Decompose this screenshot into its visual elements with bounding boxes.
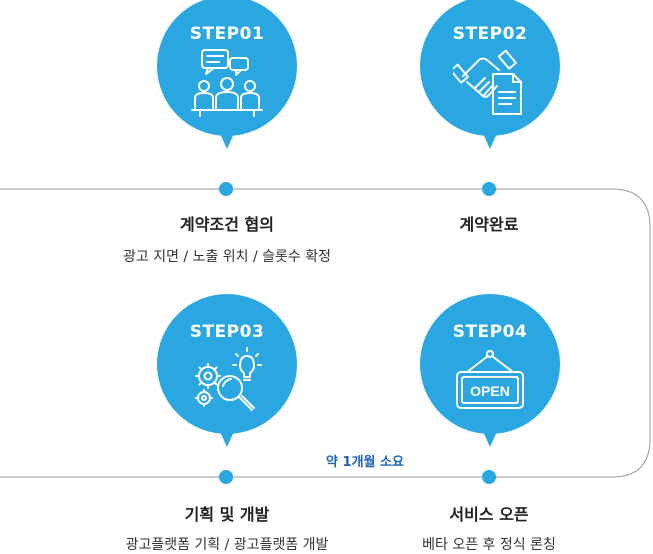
svg-text:OPEN: OPEN bbox=[470, 383, 510, 399]
step01-label: STEP01 bbox=[189, 24, 265, 44]
step01-dot bbox=[219, 182, 233, 196]
handshake-contract-icon bbox=[453, 49, 522, 115]
step03-bubble: STEP03 bbox=[157, 294, 297, 447]
step04-desc: 베타 오픈 후 정식 론칭 bbox=[422, 537, 556, 553]
step03-title: 기획 및 개발 bbox=[184, 505, 270, 524]
step04-bubble: STEP04 OPEN bbox=[420, 294, 560, 447]
step01-desc: 광고 지면 / 노출 위치 / 슬롯수 확정 bbox=[122, 249, 332, 265]
step02-dot bbox=[482, 182, 496, 196]
step04-label: STEP04 bbox=[452, 322, 528, 342]
step03-label: STEP03 bbox=[189, 322, 265, 342]
step03-dot bbox=[219, 470, 233, 484]
open-sign-icon: OPEN bbox=[456, 350, 524, 409]
step04-dot bbox=[482, 470, 496, 484]
step04-title: 서비스 오픈 bbox=[449, 505, 529, 524]
duration-label: 약 1개월 소요 bbox=[326, 455, 404, 470]
meeting-chat-icon bbox=[191, 49, 263, 117]
gears-search-idea-icon bbox=[195, 347, 262, 411]
step01-bubble: STEP01 bbox=[157, 0, 297, 149]
step02-label: STEP02 bbox=[452, 24, 528, 44]
step01-title: 계약조건 협의 bbox=[180, 215, 274, 234]
step03-desc: 광고플랫폼 기획 / 광고플랫폼 개발 bbox=[125, 537, 329, 553]
step02-bubble: STEP02 bbox=[420, 0, 560, 149]
step02-title: 계약완료 bbox=[459, 215, 519, 234]
